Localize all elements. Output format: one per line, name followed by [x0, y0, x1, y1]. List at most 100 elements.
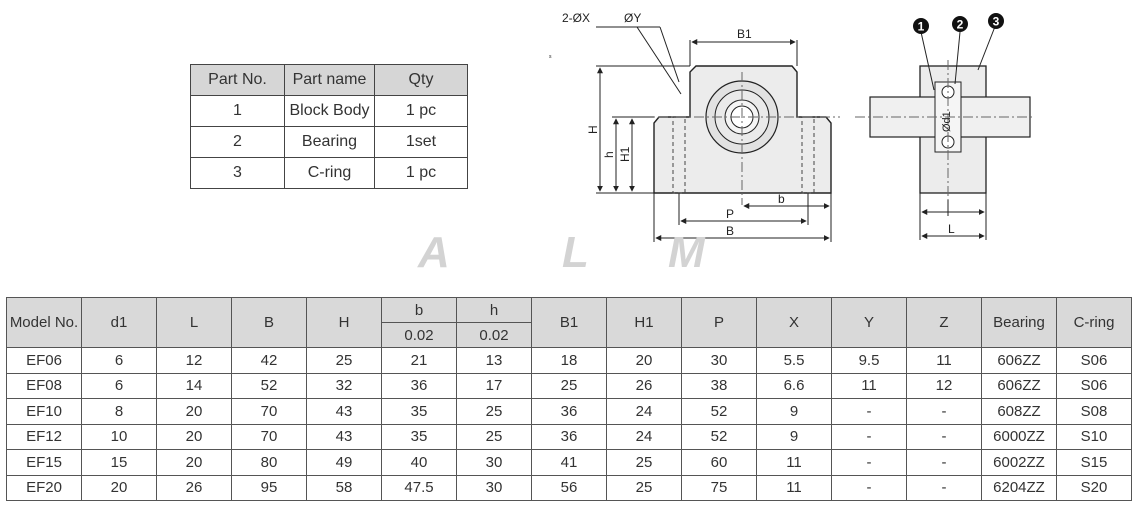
- parts-header-qty: Qty: [374, 64, 468, 96]
- header-l: L: [156, 297, 232, 348]
- parts-table-row: 2 Bearing 1set: [190, 126, 468, 158]
- table-cell: 20: [156, 423, 232, 450]
- parts-cell: Bearing: [284, 126, 375, 158]
- label-h-small: h: [602, 151, 616, 158]
- parts-table-row: 1 Block Body 1 pc: [190, 95, 468, 127]
- parts-cell: 1set: [374, 126, 468, 158]
- table-cell: 6000ZZ: [981, 423, 1057, 450]
- table-cell: 20: [156, 398, 232, 425]
- table-cell: 18: [531, 347, 607, 374]
- parts-cell: 1: [190, 95, 285, 127]
- header-p: P: [681, 297, 757, 348]
- table-cell: 52: [681, 398, 757, 425]
- parts-cell: 1 pc: [374, 95, 468, 127]
- parts-cell: C-ring: [284, 157, 375, 189]
- header-y: Y: [831, 297, 907, 348]
- table-cell: S06: [1056, 347, 1132, 374]
- table-cell: 70: [231, 398, 307, 425]
- watermark-letter: L: [562, 228, 589, 277]
- table-cell: 30: [456, 449, 532, 476]
- table-cell: 26: [606, 372, 682, 399]
- table-cell: S06: [1056, 372, 1132, 399]
- table-cell: 25: [456, 398, 532, 425]
- table-cell: 30: [681, 347, 757, 374]
- table-cell: 41: [531, 449, 607, 476]
- table-cell: 52: [231, 372, 307, 399]
- table-cell: S15: [1056, 449, 1132, 476]
- table-cell: 25: [606, 449, 682, 476]
- table-cell: -: [831, 398, 907, 425]
- label-hole-y: ØY: [624, 11, 641, 25]
- table-cell: 11: [756, 474, 832, 501]
- header-c-ring: C-ring: [1056, 297, 1132, 348]
- table-cell: 80: [231, 449, 307, 476]
- side-view-drawing: 1 2 3 Ød1 L: [855, 13, 1035, 240]
- table-cell: 6.6: [756, 372, 832, 399]
- header-h-small: h: [456, 297, 532, 323]
- parts-cell: 1 pc: [374, 157, 468, 189]
- table-cell: 25: [606, 474, 682, 501]
- table-cell: 14: [156, 372, 232, 399]
- table-cell: 42: [231, 347, 307, 374]
- table-cell: 20: [156, 449, 232, 476]
- table-cell: 12: [906, 372, 982, 399]
- table-cell: 6002ZZ: [981, 449, 1057, 476]
- table-cell: -: [906, 398, 982, 425]
- header-bearing: Bearing: [981, 297, 1057, 348]
- table-cell: S08: [1056, 398, 1132, 425]
- parts-table-row: 3 C-ring 1 pc: [190, 157, 468, 189]
- table-cell: -: [831, 474, 907, 501]
- label-hole-x: 2-ØX: [562, 11, 590, 25]
- header-b1: B1: [531, 297, 607, 348]
- table-cell: 10: [81, 423, 157, 450]
- table-cell: 9: [756, 423, 832, 450]
- watermark-letter: A: [418, 228, 450, 277]
- header-model-no: Model No.: [6, 297, 82, 348]
- parts-table-header-row: Part No. Part name Qty: [190, 64, 468, 96]
- header-h1: H1: [606, 297, 682, 348]
- table-cell: 6: [81, 347, 157, 374]
- table-cell: S20: [1056, 474, 1132, 501]
- table-cell: 6204ZZ: [981, 474, 1057, 501]
- table-cell: 11: [756, 449, 832, 476]
- table-cell: 43: [306, 398, 382, 425]
- table-cell: 36: [531, 423, 607, 450]
- header-b-small: b: [381, 297, 457, 323]
- table-cell: 8: [81, 398, 157, 425]
- label-b1: B1: [737, 27, 752, 41]
- table-cell: 35: [381, 423, 457, 450]
- table-cell: 70: [231, 423, 307, 450]
- table-cell: 38: [681, 372, 757, 399]
- parts-cell: 2: [190, 126, 285, 158]
- parts-header-part-name: Part name: [284, 64, 375, 96]
- label-h: H: [586, 125, 600, 134]
- front-view-drawing: 2-ØX ØY B1 H h H1 b P B s: [549, 11, 840, 242]
- table-cell: 36: [531, 398, 607, 425]
- table-cell: 6: [81, 372, 157, 399]
- label-d1: Ød1: [941, 111, 953, 132]
- table-cell: 40: [381, 449, 457, 476]
- label-b-small: b: [778, 192, 785, 206]
- table-cell: 58: [306, 474, 382, 501]
- table-cell: -: [831, 449, 907, 476]
- parts-header-part-no: Part No.: [190, 64, 285, 96]
- callout-1: 1: [918, 20, 925, 34]
- table-cell: 11: [831, 372, 907, 399]
- table-cell: 32: [306, 372, 382, 399]
- table-cell: EF12: [6, 423, 82, 450]
- header-d1: d1: [81, 297, 157, 348]
- table-cell: 35: [381, 398, 457, 425]
- table-cell: EF08: [6, 372, 82, 399]
- table-cell: EF15: [6, 449, 82, 476]
- table-cell: 20: [81, 474, 157, 501]
- table-cell: S10: [1056, 423, 1132, 450]
- dimension-table: Model No. d1 L B H b h B1 H1 P X Y Z Bea…: [6, 297, 1132, 501]
- table-cell: 9.5: [831, 347, 907, 374]
- tolerance-b: 0.02: [381, 322, 457, 348]
